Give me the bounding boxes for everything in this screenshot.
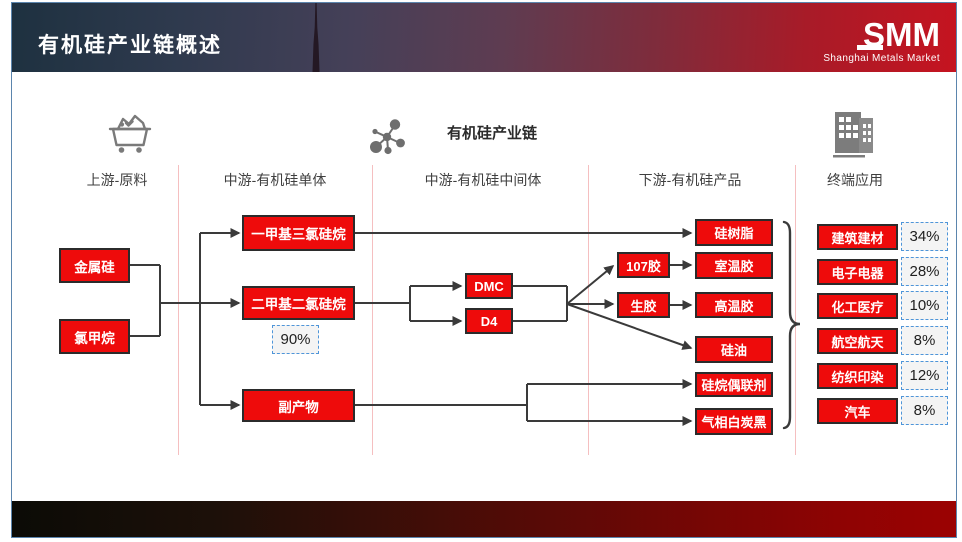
curly-brace — [782, 220, 801, 430]
slide-footer — [12, 501, 956, 537]
node-metal-silicon: 金属硅 — [59, 248, 130, 283]
page-title: 有机硅产业链概述 — [38, 34, 222, 57]
node-app-construction: 建筑建材 — [817, 224, 898, 250]
column-header-downstream: 下游-有机硅产品 — [638, 172, 742, 188]
flow-connectors — [130, 220, 801, 430]
node-app-aerospace: 航空航天 — [817, 328, 898, 354]
column-divider — [372, 165, 373, 455]
buildings-icon — [830, 106, 878, 167]
node-d4: D4 — [465, 308, 513, 334]
node-dmc: DMC — [465, 273, 513, 299]
share-textbox-aerospace[interactable]: 8% — [901, 326, 948, 355]
chain-title: 有机硅产业链 — [446, 125, 537, 142]
column-header-upstream: 上游-原料 — [86, 172, 148, 188]
share-textbox-electronics[interactable]: 28% — [901, 257, 948, 286]
slide-header: 有机硅产业链概述 SMM Shanghai Metals Market — [12, 3, 956, 72]
node-app-textile: 纺织印染 — [817, 363, 898, 389]
share-textbox-automobile[interactable]: 8% — [901, 396, 948, 425]
node-chloromethane: 氯甲烷 — [59, 319, 130, 354]
column-header-terminal: 终端应用 — [827, 172, 883, 188]
node-byproducts: 副产物 — [242, 389, 355, 422]
node-dimethyldichlorosilane: 二甲基二氯硅烷 — [242, 286, 355, 320]
node-app-automobile: 汽车 — [817, 398, 898, 424]
column-divider — [795, 165, 796, 455]
node-raw-gum: 生胶 — [617, 292, 670, 318]
column-divider — [588, 165, 589, 455]
node-silicone-resin: 硅树脂 — [695, 219, 773, 246]
node-rtv-glue: 室温胶 — [695, 252, 773, 279]
column-header-intermediate: 中游-有机硅中间体 — [424, 172, 542, 188]
node-app-electronics: 电子电器 — [817, 259, 898, 285]
molecule-icon — [368, 116, 410, 165]
smm-logo-subtitle: Shanghai Metals Market — [823, 53, 940, 64]
column-header-monomer: 中游-有机硅单体 — [223, 172, 327, 188]
node-107-glue: 107胶 — [617, 252, 670, 278]
node-silane-coupling: 硅烷偶联剂 — [695, 372, 773, 397]
node-silicone-oil: 硅油 — [695, 336, 773, 363]
share-textbox-construction[interactable]: 34% — [901, 222, 948, 251]
share-textbox-textile[interactable]: 12% — [901, 361, 948, 390]
column-divider — [178, 165, 179, 455]
mining-cart-icon — [104, 107, 156, 164]
share-textbox-monomer[interactable]: 90% — [272, 325, 319, 354]
node-methyltrichlorosilane: 一甲基三氯硅烷 — [242, 215, 355, 251]
slide-canvas: 有机硅产业链概述 SMM Shanghai Metals Market — [11, 2, 957, 538]
node-htv-glue: 高温胶 — [695, 292, 773, 318]
tower-silhouette — [312, 3, 320, 72]
node-fumed-silica: 气相白炭黑 — [695, 408, 773, 435]
smm-logo-text: SMM — [857, 16, 940, 53]
share-textbox-chem-medical[interactable]: 10% — [901, 291, 948, 320]
smm-logo: SMM Shanghai Metals Market — [823, 18, 940, 64]
node-app-chem-medical: 化工医疗 — [817, 293, 898, 319]
